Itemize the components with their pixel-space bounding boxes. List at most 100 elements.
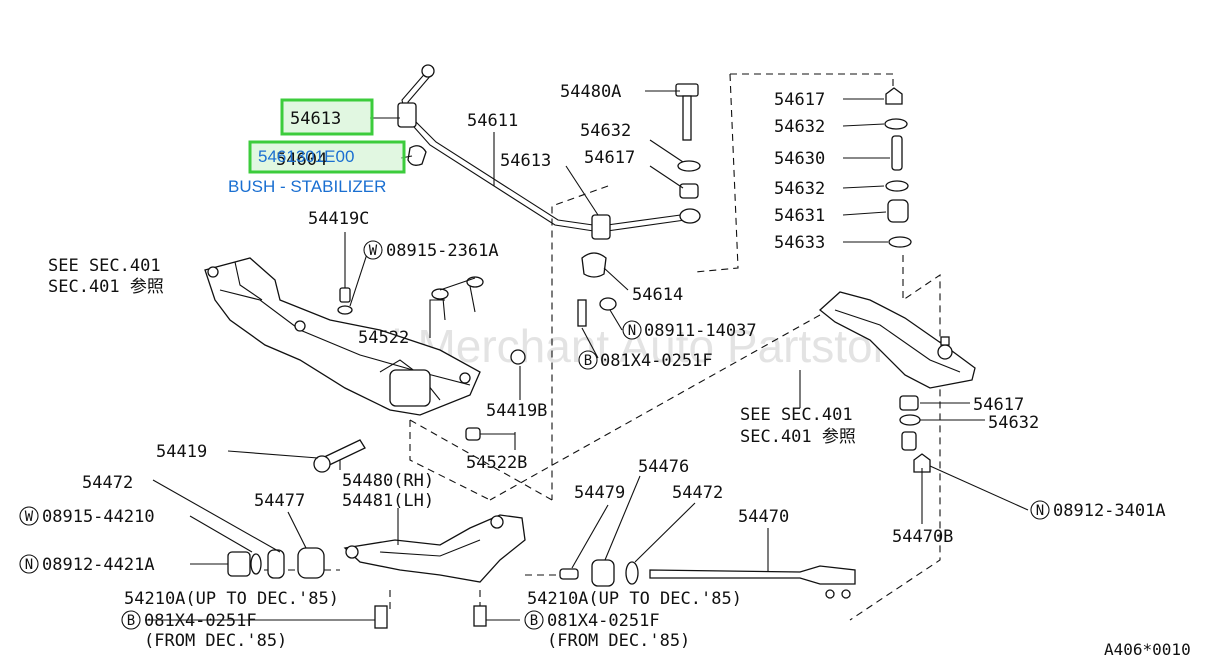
label-54477: 54477 <box>254 491 305 511</box>
nut-54419b[interactable] <box>510 349 526 365</box>
stabilizer-eye[interactable] <box>679 208 701 224</box>
symbol-n-08912-b: N <box>1030 500 1050 520</box>
nut-small[interactable] <box>599 297 617 311</box>
crossmember <box>204 257 481 416</box>
label-081x4-0251f-b: 081X4-0251F <box>144 611 257 631</box>
label-54476: 54476 <box>638 457 689 477</box>
washer-08915[interactable] <box>250 553 262 575</box>
bush-54472-b[interactable] <box>625 561 639 585</box>
label-54632-right-1: 54632 <box>774 117 825 137</box>
label-54419b: 54419B <box>486 401 547 421</box>
label-see-sec-401-right: SEE SEC.401 <box>740 405 853 425</box>
label-54604: 54604 <box>276 150 327 170</box>
label-54632-right-2: 54632 <box>774 179 825 199</box>
label-54480a: 54480A <box>560 82 621 102</box>
label-54614: 54614 <box>632 285 683 305</box>
stabilizer-bar-assembly <box>397 64 701 278</box>
nut-54522b[interactable] <box>465 427 481 441</box>
label-54419c: 54419C <box>308 209 369 229</box>
washer-54632-r2[interactable] <box>885 180 909 192</box>
washer-54632-r1[interactable] <box>884 118 908 130</box>
washer-54632[interactable] <box>677 160 701 172</box>
washer-54633[interactable] <box>888 236 912 248</box>
spacer-54479[interactable] <box>559 568 579 580</box>
label-08912-3401a: 08912-3401A <box>1053 501 1166 521</box>
bush-54617[interactable] <box>679 183 699 199</box>
label-from-dec-85-right: (FROM DEC.'85) <box>547 631 690 651</box>
label-54632: 54632 <box>580 121 631 141</box>
symbol-b-081x4-a: B <box>578 350 598 370</box>
bush-clamp-left[interactable] <box>407 145 427 166</box>
label-54470: 54470 <box>738 507 789 527</box>
label-08911-14037: 08911-14037 <box>644 321 757 341</box>
symbol-n-08912-a: N <box>19 554 39 574</box>
stabilizer-bush-right[interactable] <box>591 214 611 240</box>
transverse-link <box>227 514 526 629</box>
highlight-box-part-number[interactable] <box>248 140 406 174</box>
label-54632-b: 54632 <box>988 413 1039 433</box>
label-54470b: 54470B <box>892 527 953 547</box>
bolt-54480a-shank[interactable] <box>682 95 692 141</box>
stabilizer-end-link[interactable] <box>421 64 435 78</box>
highlight-part-name: BUSH - STABILIZER <box>228 177 386 196</box>
svg-text:N: N <box>25 557 33 573</box>
label-54617: 54617 <box>584 148 635 168</box>
nut-54617[interactable] <box>885 87 903 105</box>
bolt-081x4-c[interactable] <box>473 605 487 627</box>
bush-clamp-right[interactable] <box>581 252 607 278</box>
nut-08912[interactable] <box>227 551 251 577</box>
highlight-box-54613[interactable] <box>280 98 374 136</box>
label-54633: 54633 <box>774 233 825 253</box>
label-from-dec-85-left: (FROM DEC.'85) <box>144 631 287 651</box>
label-54479: 54479 <box>574 483 625 503</box>
svg-text:B: B <box>584 353 592 369</box>
link-54522 <box>431 276 484 321</box>
symbol-n-08911: N <box>622 320 642 340</box>
label-54419: 54419 <box>156 442 207 462</box>
label-54522: 54522 <box>358 328 409 348</box>
svg-text:W: W <box>25 509 34 525</box>
hardware-top-center <box>577 83 701 327</box>
bush-54631[interactable] <box>887 199 909 223</box>
label-sec-401-ref-right: SEC.401 参照 <box>740 427 856 447</box>
label-081x4-0251f-c: 081X4-0251F <box>547 611 660 631</box>
highlight-part-number[interactable]: 5461301E00 <box>258 147 354 166</box>
symbol-w-08915-b: W <box>19 506 39 526</box>
label-54613-highlight[interactable]: 54613 <box>290 109 341 129</box>
bolt-54480a-head[interactable] <box>675 83 699 97</box>
label-54472: 54472 <box>82 473 133 493</box>
bush-54472[interactable] <box>267 549 285 579</box>
stabilizer-bush-left[interactable] <box>397 102 417 128</box>
label-08912-4421a: 08912-4421A <box>42 555 155 575</box>
symbol-b-081x4-b: B <box>121 610 141 630</box>
diagram-code: A406*0010 <box>1104 640 1191 659</box>
label-54617-b: 54617 <box>973 395 1024 415</box>
label-54210a-right: 54210A(UP TO DEC.'85) <box>527 589 742 609</box>
bush-54617-b[interactable] <box>899 395 919 411</box>
rod-54470[interactable] <box>649 565 856 585</box>
tension-rod <box>559 559 856 599</box>
label-54630: 54630 <box>774 149 825 169</box>
label-sec-401-ref: SEC.401 参照 <box>48 277 164 297</box>
washer-54632-b[interactable] <box>899 414 921 426</box>
collar-54630[interactable] <box>891 135 903 171</box>
label-081x4-0251f-a: 081X4-0251F <box>600 351 713 371</box>
dashed-outlines <box>240 73 941 621</box>
svg-text:B: B <box>127 613 135 629</box>
label-54611: 54611 <box>467 111 518 131</box>
nut-54419c[interactable] <box>339 287 351 303</box>
label-see-sec-401: SEE SEC.401 <box>48 256 161 276</box>
svg-text:N: N <box>1036 503 1044 519</box>
bush-54476[interactable] <box>591 559 615 587</box>
label-54480-rh: 54480(RH) <box>342 471 434 491</box>
ball-joint[interactable] <box>937 344 953 360</box>
bush-54477[interactable] <box>297 547 325 579</box>
label-54481-lh: 54481(LH) <box>342 491 434 511</box>
label-08915-44210: 08915-44210 <box>42 507 155 527</box>
svg-text:W: W <box>369 243 378 259</box>
bolt-081x4-b[interactable] <box>374 605 388 629</box>
bolt-small[interactable] <box>577 299 587 327</box>
svg-text:N: N <box>628 323 636 339</box>
label-08915-2361a: 08915-2361A <box>386 241 499 261</box>
